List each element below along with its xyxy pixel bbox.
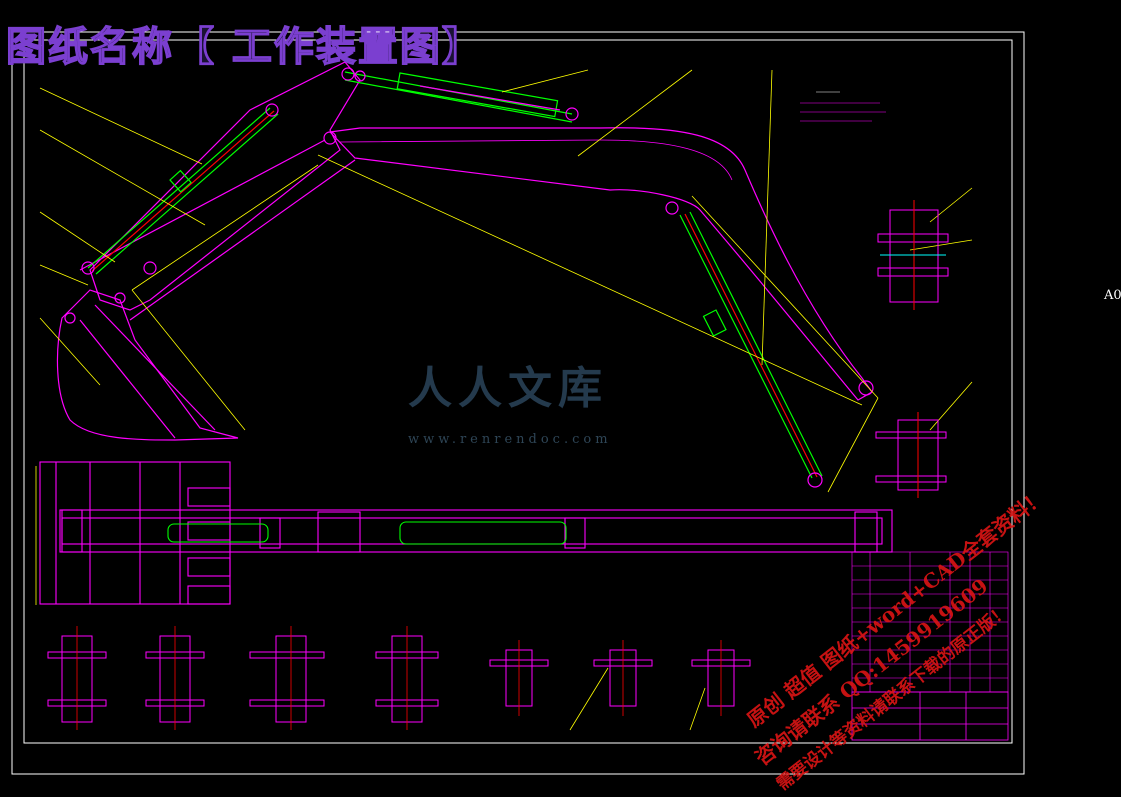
plan-view-cylinders: [167, 521, 567, 545]
title-block: [851, 691, 1009, 741]
pin-joints: [64, 67, 874, 488]
technical-notes: [800, 91, 886, 122]
pin-detail-centerlines: [76, 626, 722, 730]
watermark-url: www.renrendoc.com: [408, 432, 612, 447]
stick-arm: [79, 61, 361, 321]
pin-detail-upper: [877, 200, 949, 310]
bucket-cylinder: [87, 107, 279, 275]
pin-detail-lower: [875, 412, 947, 498]
plan-view: [39, 461, 893, 605]
outer-frame: [11, 31, 1025, 775]
drawing-title: 图纸名称【 工作装置图】: [5, 22, 484, 71]
stick-cylinder: [344, 71, 573, 123]
sheet-size-label: A0: [1104, 288, 1121, 303]
boom-cylinder: [679, 211, 823, 479]
pin-detail-row: [47, 635, 751, 723]
watermark-logo: 人人文库: [408, 363, 608, 414]
leader-lines: [35, 69, 973, 731]
parts-list-table: [851, 551, 1009, 693]
bucket: [56, 289, 239, 441]
boom: [328, 127, 873, 401]
inner-frame: [23, 39, 1013, 744]
